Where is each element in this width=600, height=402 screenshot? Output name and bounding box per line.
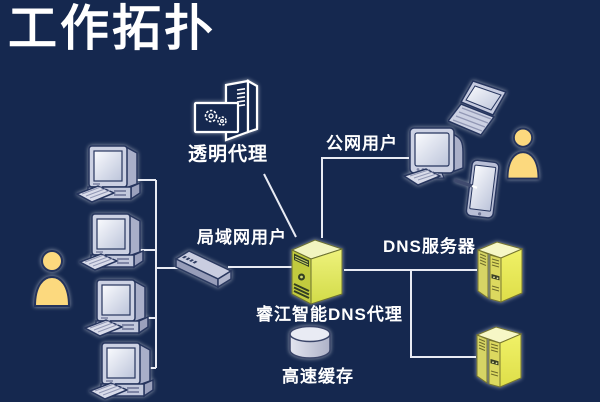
label-public-users: 公网用户 (326, 134, 398, 153)
public-desktop-computer-icon (402, 124, 470, 190)
link-transparentproxy-proxy (263, 173, 297, 238)
label-lan-users: 局域网用户 (197, 228, 287, 247)
label-transparent-proxy: 透明代理 (187, 144, 268, 165)
lan-computer-icon-4 (89, 339, 161, 401)
dns-server-icon-1 (474, 238, 526, 306)
transparent-proxy-icon (192, 76, 276, 146)
page-title: 工作拓扑 (8, 2, 217, 56)
link-proxy-dns2 (410, 270, 476, 358)
tablet-icon (452, 158, 506, 222)
dns-proxy-server-icon (286, 236, 348, 308)
link-publicusers-proxy (321, 157, 409, 238)
lan-computer-icon-3 (84, 276, 156, 338)
lan-computer-icon-2 (79, 210, 151, 272)
laptop-icon (448, 80, 512, 140)
network-switch-icon (172, 246, 234, 292)
stylus-icon (453, 178, 473, 188)
dns-server-icon-2 (473, 323, 525, 391)
cache-database-icon (287, 325, 333, 361)
label-cache: 高速缓存 (282, 367, 354, 386)
label-dns-proxy: 睿江智能DNS代理 (256, 305, 403, 324)
label-dns-servers: DNS服务器 (383, 237, 476, 256)
lan-user-icon (30, 250, 74, 308)
public-user-icon (503, 126, 543, 182)
lan-computer-icon-1 (76, 142, 148, 204)
